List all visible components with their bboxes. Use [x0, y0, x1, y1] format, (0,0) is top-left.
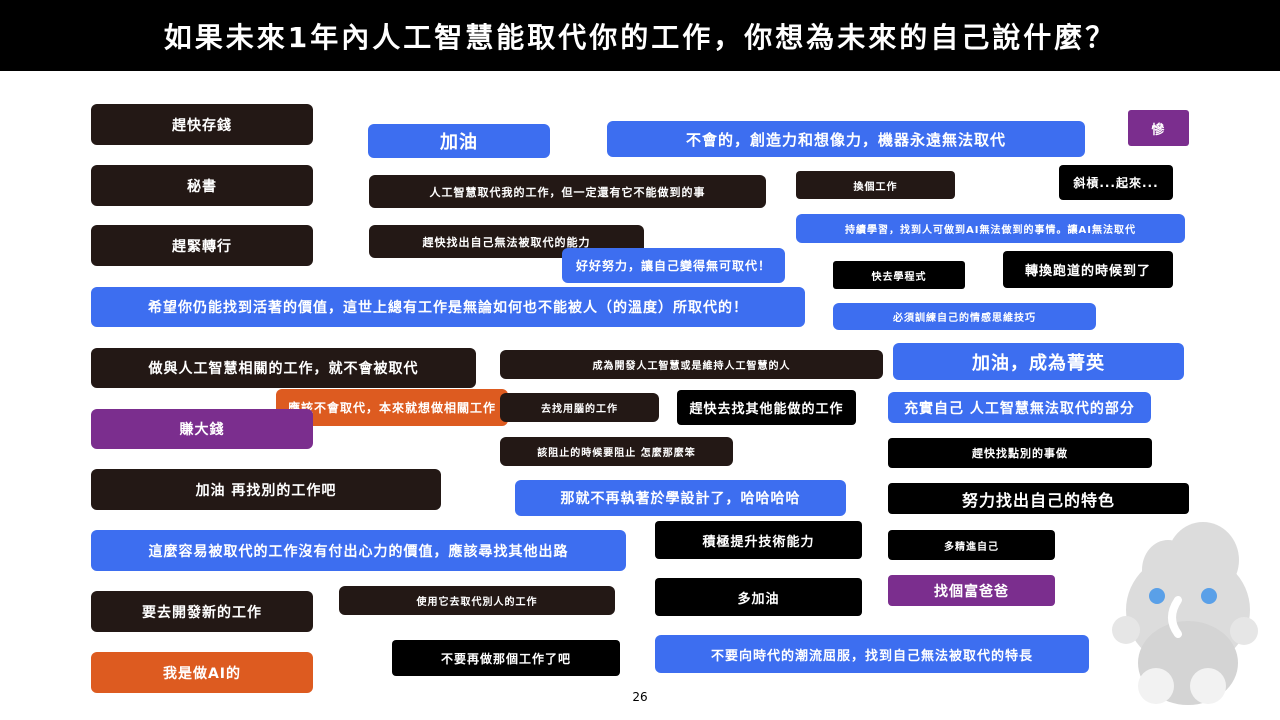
note-other-path: 這麼容易被取代的工作沒有付出心力的價值，應該尋找其他出路 — [91, 530, 626, 571]
note-save-money: 趕快存錢 — [91, 104, 313, 145]
note-develop-new-work: 要去開發新的工作 — [91, 591, 313, 632]
note-learn-coding: 快去學程式 — [833, 261, 965, 289]
note-secretary: 秘書 — [91, 165, 313, 206]
note-find-features: 努力找出自己的特色 — [888, 483, 1189, 514]
note-replace-others: 使用它去取代別人的工作 — [339, 586, 615, 615]
note-self-improve: 多精進自己 — [888, 530, 1055, 560]
note-change-career: 趕緊轉行 — [91, 225, 313, 266]
note-earn-big: 賺大錢 — [91, 409, 313, 449]
note-develop-ai: 成為開發人工智慧或是維持人工智慧的人 — [500, 350, 883, 379]
note-improve-skills: 積極提升技術能力 — [655, 521, 862, 559]
note-emotional-thinking: 必須訓練自己的情感思維技巧 — [833, 303, 1096, 330]
note-slash: 斜槓...起來... — [1059, 165, 1173, 200]
note-find-another-job: 加油 再找別的工作吧 — [91, 469, 441, 510]
note-find-irreplaceable: 趕快找出自己無法被取代的能力 — [369, 225, 644, 258]
note-not-replaced: 應該不會取代，本來就想做相關工作 — [276, 389, 508, 426]
note-more-effort: 多加油 — [655, 578, 862, 616]
note-miserable: 慘 — [1128, 110, 1189, 146]
note-brain-work: 去找用腦的工作 — [500, 393, 659, 422]
note-ai-related-work: 做與人工智慧相關的工作，就不會被取代 — [91, 348, 476, 388]
note-jiayou: 加油 — [368, 124, 550, 158]
note-do-something-else: 趕快找點別的事做 — [888, 438, 1152, 468]
note-enrich-self: 充實自己 人工智慧無法取代的部分 — [888, 392, 1151, 423]
note-dont-surrender: 不要向時代的潮流屈服，找到自己無法被取代的特長 — [655, 635, 1089, 673]
note-find-other-work: 趕快去找其他能做的工作 — [677, 390, 856, 425]
note-stop-it: 該阻止的時候要阻止 怎麼那麼笨 — [500, 437, 733, 466]
note-rich-dad: 找個富爸爸 — [888, 575, 1055, 606]
elephant-mascot-icon — [1112, 522, 1258, 705]
note-quit-design: 那就不再執著於學設計了，哈哈哈哈 — [515, 480, 846, 516]
note-creativity: 不會的，創造力和想像力，機器永遠無法取代 — [607, 121, 1085, 157]
note-work-hard: 好好努力，讓自己變得無可取代！ — [562, 248, 785, 283]
slide-title: 如果未來1年內人工智慧能取代你的工作，你想為未來的自己說什麼？ — [0, 0, 1280, 71]
page-number: 26 — [632, 690, 648, 704]
note-i-do-ai: 我是做AI的 — [91, 652, 313, 693]
note-become-elite: 加油，成為菁英 — [893, 343, 1184, 380]
note-quit-that-job: 不要再做那個工作了吧 — [392, 640, 620, 676]
note-ai-cannot-do: 人工智慧取代我的工作，但一定還有它不能做到的事 — [369, 175, 766, 208]
note-human-warmth: 希望你仍能找到活著的價值，這世上總有工作是無論如何也不能被人（的溫度）所取代的！ — [91, 287, 805, 327]
note-switch-track: 轉換跑道的時候到了 — [1003, 251, 1173, 288]
note-change-job: 換個工作 — [796, 171, 955, 199]
note-keep-learning: 持續學習，找到人可做到AI無法做到的事情。讓AI無法取代 — [796, 214, 1185, 243]
